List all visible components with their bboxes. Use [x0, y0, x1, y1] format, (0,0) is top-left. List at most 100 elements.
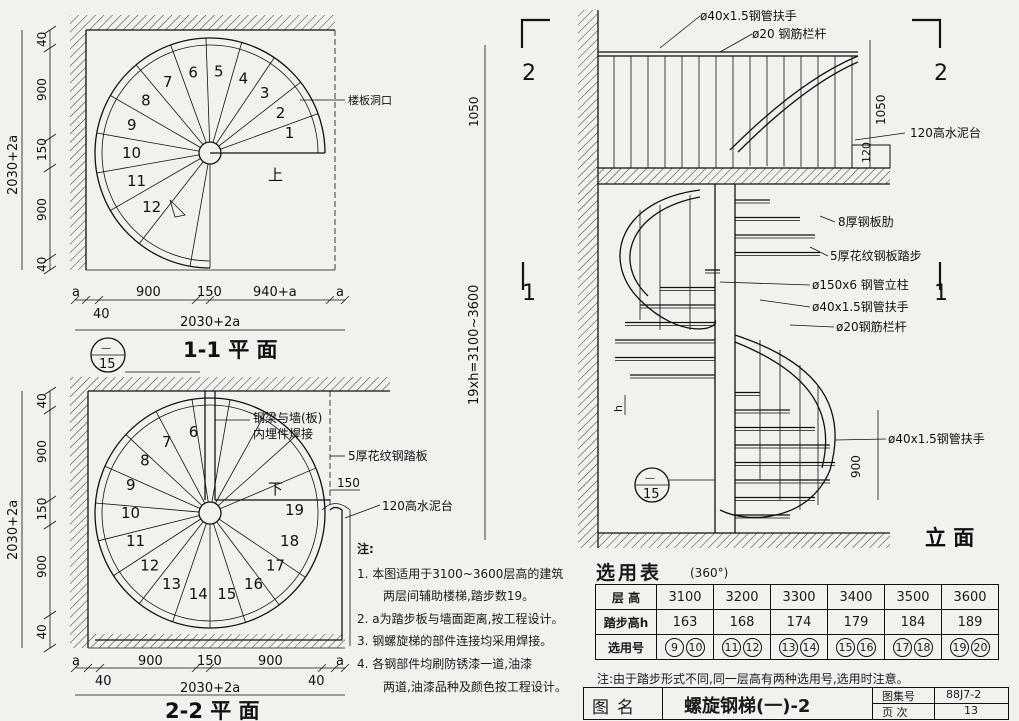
- plan1-tread-line: [110, 158, 201, 211]
- plan1-dim-bottom-total: 2030+2a: [180, 315, 240, 330]
- plan2-step-number: 14: [189, 585, 208, 603]
- selection-footnote: 注:由于踏步形式不同,同一层高有两种选用号,选用时注意。: [597, 672, 909, 686]
- cell-height: 3600: [941, 584, 999, 610]
- plan1-tread-line: [170, 44, 207, 143]
- plan2-step-number: 13: [162, 575, 181, 593]
- elev-cut-1-left: 1: [522, 281, 536, 306]
- elev-mark-num: —: [645, 473, 655, 484]
- plan1-dim-bottom: 900: [136, 285, 161, 300]
- elev-cut-2-left: 2: [522, 61, 536, 86]
- plan2-step-number: 8: [140, 451, 150, 469]
- selection-unit: (360°): [690, 566, 729, 580]
- plan1-tread-line: [138, 161, 204, 244]
- plan2-dim-bottom: 900: [138, 654, 163, 669]
- plan2-dim-bottom: 150: [197, 654, 222, 669]
- plan2-tread-line: [218, 518, 306, 578]
- atlas-number: 88J7-2: [946, 688, 982, 701]
- selection-table: 层 高 3100 3200 3300 3400 3500 3600 踏步高h 1…: [595, 584, 999, 660]
- plan2-step-number: 11: [126, 532, 145, 550]
- notes-title: 注:: [357, 542, 374, 556]
- elev-label-tread: 5厚花纹钢板踏步: [830, 248, 922, 263]
- notes: 注: 1. 本图适用于3100~3600层高的建筑 两层间辅助楼梯,踏步数19。…: [357, 540, 589, 700]
- plan1-tread-line: [220, 113, 319, 150]
- note-item-1: 1. 本图适用于3100~3600层高的建筑: [357, 566, 564, 581]
- plan1-opening-label: 楼板洞口: [348, 93, 392, 107]
- cell-step: 184: [884, 609, 942, 635]
- plan1-tread-line: [205, 38, 211, 143]
- plan2-tread-line: [216, 521, 280, 606]
- plan1-step-number: 2: [276, 104, 286, 122]
- atlas-label: 图集号: [882, 690, 915, 703]
- plan1-step-number: 5: [214, 63, 224, 81]
- plan1-dim-bottom: a: [336, 285, 344, 300]
- elev-label-handrail-top: ø40x1.5钢管扶手: [700, 8, 797, 23]
- elev-dim-height: 19xh=3100~3600: [467, 285, 482, 405]
- plan2-dim-bottom: a: [72, 654, 80, 669]
- cell-step: 163: [656, 609, 714, 635]
- plan1-dim-total: 2030+2a: [6, 135, 21, 195]
- plan2-tread-line: [172, 523, 207, 622]
- elev-dim-900: 900: [849, 455, 863, 478]
- plan2-dim-bottom: 900: [258, 654, 283, 669]
- cell-step: 179: [827, 609, 885, 635]
- plan2-dim-bottom: 40: [95, 674, 112, 689]
- plan2-step-number: 17: [266, 557, 285, 575]
- plan1-step-number: 3: [260, 84, 270, 102]
- plan2-title: 2-2 平 面: [165, 699, 260, 721]
- elev-label-handrail-low: ø40x1.5钢管扶手: [888, 431, 985, 446]
- plan1-outer-arc: [94, 37, 326, 269]
- note-item-3: 3. 钢螺旋梯的部件连接均采用焊接。: [357, 634, 553, 649]
- table-row: 踏步高h 163 168 174 179 184 189: [595, 609, 999, 635]
- cell-height: 3300: [770, 584, 828, 610]
- plan2-tread-line: [125, 434, 203, 506]
- plan2-tread-line: [219, 467, 317, 510]
- plan1-step-number: 1: [285, 124, 295, 142]
- plan2-tread-line: [113, 518, 201, 576]
- plan1-dim-left: 40: [35, 257, 49, 272]
- plan1-dim-bottom: 40: [93, 307, 110, 322]
- plan2-step-number: 7: [162, 433, 172, 451]
- plan2-step-number: 18: [280, 532, 299, 550]
- plan2-step-number: 16: [244, 575, 263, 593]
- plan2-mark-sheet: 15: [99, 357, 116, 372]
- plan2-tread-line: [211, 399, 231, 503]
- cell-height: 3500: [884, 584, 942, 610]
- plan1-tread-line: [189, 163, 209, 267]
- cell-height: 3200: [713, 584, 771, 610]
- note-item-4-cont: 两道,油漆品种及颜色按工程设计。: [383, 679, 567, 694]
- plan2-tread-line: [217, 435, 296, 506]
- plan1-tread-line: [135, 64, 204, 145]
- drawing-name: 螺旋钢梯(一)-2: [684, 696, 811, 717]
- elevation: 2 2 1 1 ø40x1.5钢管扶手 ø20 钢筋栏杆 120高水泥台: [467, 8, 985, 550]
- cell-step: 174: [770, 609, 828, 635]
- plan2-dim-bottom: 40: [308, 674, 325, 689]
- plan2-tread-line: [213, 523, 246, 623]
- plan2-label-tread: 5厚花纹钢踏板: [348, 448, 428, 463]
- cell-height: 3400: [827, 584, 885, 610]
- plan2-dim-total: 2030+2a: [6, 500, 21, 560]
- plan1-tread-line: [218, 81, 301, 147]
- plan1-title: 1-1 平 面: [183, 338, 278, 362]
- elev-cut-2-right: 2: [934, 61, 948, 86]
- elev-label-screed: 120高水泥台: [910, 125, 981, 140]
- plan2-tread-line: [98, 515, 200, 542]
- elev-label-rib: 8厚钢板肋: [838, 214, 894, 229]
- plan2-mark-num: —: [101, 343, 111, 354]
- plan2-tread-line: [214, 412, 267, 504]
- plan1-step-number: 10: [122, 144, 141, 162]
- plan2-step-number: 15: [217, 585, 236, 603]
- plan2-dim-bottom: a: [336, 654, 344, 669]
- elev-label-rail: ø20钢筋栏杆: [836, 319, 907, 334]
- plan2-step-number: 9: [126, 476, 136, 494]
- plan1-dim-left: 150: [35, 138, 49, 161]
- plan1-tread-line: [110, 95, 201, 148]
- row-label-code: 选用号: [595, 634, 657, 660]
- plan1-step-number: 4: [239, 70, 249, 88]
